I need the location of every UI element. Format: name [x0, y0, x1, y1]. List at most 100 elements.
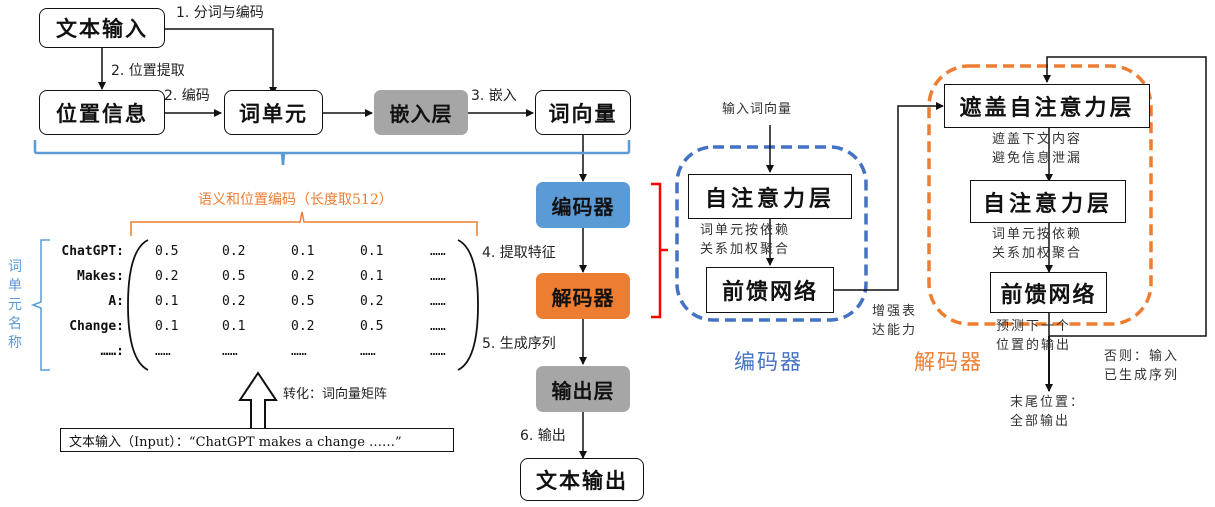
decoder-masked-attention-node: 遮盖自注意力层: [944, 84, 1150, 128]
arrow-tokenize: [165, 28, 277, 95]
feedback-loop: [1043, 56, 1207, 337]
note-line: 已生成序列: [1104, 367, 1180, 383]
encoder-attention-note: 词单元按依赖 关系加权聚合: [700, 222, 790, 260]
matrix-cell: 0.2: [155, 269, 179, 284]
decoder-self-attention-label: 自注意力层: [982, 190, 1113, 217]
row-axis-label: 词单元名称: [8, 259, 22, 351]
ffn-note: 增强表 达能力: [872, 303, 917, 341]
matrix-cell: 0.1: [360, 244, 384, 259]
note-line: 避免信息泄漏: [992, 150, 1083, 166]
masked-note: 遮盖下文内容 避免信息泄漏: [992, 131, 1082, 169]
decoder-masked-attention-label: 遮盖自注意力层: [959, 95, 1135, 121]
input-text: 文本输入（Input）：“ChatGPT makes a change ……”: [69, 434, 402, 450]
matrix-cell: 0.1: [222, 319, 246, 334]
position-info-node: 位置信息: [39, 90, 165, 135]
word-vector-label: 词向量: [548, 100, 618, 126]
word-vector-node: 词向量: [535, 90, 631, 135]
encoder-label: 编码器: [551, 194, 615, 219]
note-line: 词单元按依赖: [992, 227, 1083, 242]
encoder-detail-title: 编码器: [734, 350, 803, 374]
token-node: 词单元: [224, 90, 323, 135]
encoder-self-attention-node: 自注意力层: [688, 174, 852, 219]
encoder-feed-forward-node: 前馈网络: [706, 267, 834, 313]
matrix-title: 语义和位置编码（长度取512）: [198, 192, 393, 208]
arrow-encoder-to-decoder: [834, 102, 944, 291]
note-line: 全部输出: [1010, 413, 1071, 429]
output-layer-node: 输出层: [536, 366, 630, 412]
matrix-cell: 0.1: [360, 269, 384, 284]
blue-brace: [33, 140, 631, 166]
loop-note: 否则：输入 已生成序列: [1104, 348, 1179, 386]
step-encode-label: 2. 编码: [164, 88, 210, 104]
step-position-extract-label: 2. 位置提取: [111, 63, 185, 79]
step-tokenize-label: 1. 分词与编码: [176, 5, 264, 21]
matrix-cell: ……: [430, 294, 446, 309]
note-line: 关系加权聚合: [992, 245, 1083, 261]
decoder-dashed-frame: [927, 64, 1153, 326]
step-output-label: 6. 输出: [520, 428, 566, 444]
matrix-cell: 0.1: [291, 244, 315, 259]
matrix-cell: 0.2: [291, 319, 315, 334]
matrix-row-label: A:: [108, 294, 124, 309]
matrix-cell: ……: [222, 344, 238, 359]
decoder-label: 解码器: [551, 285, 615, 310]
matrix-cell: 0.2: [360, 294, 384, 309]
encoder-node: 编码器: [536, 182, 630, 228]
note-line: 关系加权聚合: [700, 241, 791, 257]
matrix-cell: ……: [430, 319, 446, 334]
red-bracket: [651, 182, 668, 319]
encoder-feed-forward-label: 前馈网络: [721, 279, 818, 305]
decoder-feed-forward-node: 前馈网络: [990, 272, 1107, 313]
step-embed-label: 3. 嵌入: [471, 88, 517, 104]
matrix-cell: 0.2: [222, 294, 246, 309]
matrix-cell: 0.5: [222, 269, 246, 284]
matrix-right-paren: [457, 239, 479, 371]
matrix-row-label: Makes:: [77, 269, 124, 284]
predict-note: 预测下一个 位置的输出: [996, 318, 1071, 356]
encoder-self-attention-label: 自注意力层: [704, 185, 835, 212]
matrix-cell: 0.5: [291, 294, 315, 309]
matrix-cell: 0.5: [155, 244, 179, 259]
matrix-row-label: ChatGPT:: [61, 244, 124, 259]
matrix-cell: ……: [360, 344, 376, 359]
matrix-cell: ……: [291, 344, 307, 359]
text-output-node: 文本输出: [520, 458, 644, 501]
matrix-cell: ……: [430, 269, 446, 284]
text-input-node: 文本输入: [39, 8, 165, 48]
step-generate-sequence-label: 5. 生成序列: [482, 336, 556, 352]
matrix-row-label: ……:: [100, 344, 124, 359]
token-label: 词单元: [239, 100, 308, 126]
step-extract-features-label: 4. 提取特征: [482, 245, 556, 261]
transform-label: 转化：词向量矩阵: [283, 387, 388, 402]
matrix-cell: 0.2: [291, 269, 315, 284]
matrix-row-label: Change:: [69, 319, 124, 334]
matrix-cell: 0.1: [155, 319, 179, 334]
decoder-detail-title: 解码器: [914, 350, 983, 374]
matrix-cell: 0.2: [222, 244, 246, 259]
decoder-self-attention-node: 自注意力层: [970, 180, 1126, 223]
output-layer-label: 输出层: [551, 378, 615, 403]
row-label-brace: [30, 239, 50, 371]
decoder-node: 解码器: [536, 273, 630, 319]
embedding-layer-node: 嵌入层: [374, 90, 468, 135]
matrix-cell: 0.5: [360, 319, 384, 334]
note-line: 否则：输入: [1104, 349, 1180, 364]
orange-brace: [130, 211, 478, 236]
embedding-layer-label: 嵌入层: [389, 102, 453, 126]
note-line: 遮盖下文内容: [992, 132, 1083, 147]
text-input-label: 文本输入: [56, 16, 148, 41]
note-line: 末尾位置：: [1010, 395, 1086, 410]
note-line: 位置的输出: [996, 337, 1072, 353]
note-line: 预测下一个: [996, 319, 1072, 334]
matrix-cell: ……: [430, 344, 446, 359]
position-info-label: 位置信息: [56, 100, 148, 126]
transform-arrow: [238, 371, 278, 428]
decoder-attention-note: 词单元按依赖 关系加权聚合: [992, 226, 1082, 264]
end-note: 末尾位置： 全部输出: [1010, 394, 1085, 432]
matrix-left-paren: [127, 239, 149, 371]
matrix-cell: ……: [430, 244, 446, 259]
encoder-dashed-frame: [675, 145, 868, 322]
note-line: 词单元按依赖: [700, 223, 791, 238]
note-line: 达能力: [872, 322, 918, 338]
